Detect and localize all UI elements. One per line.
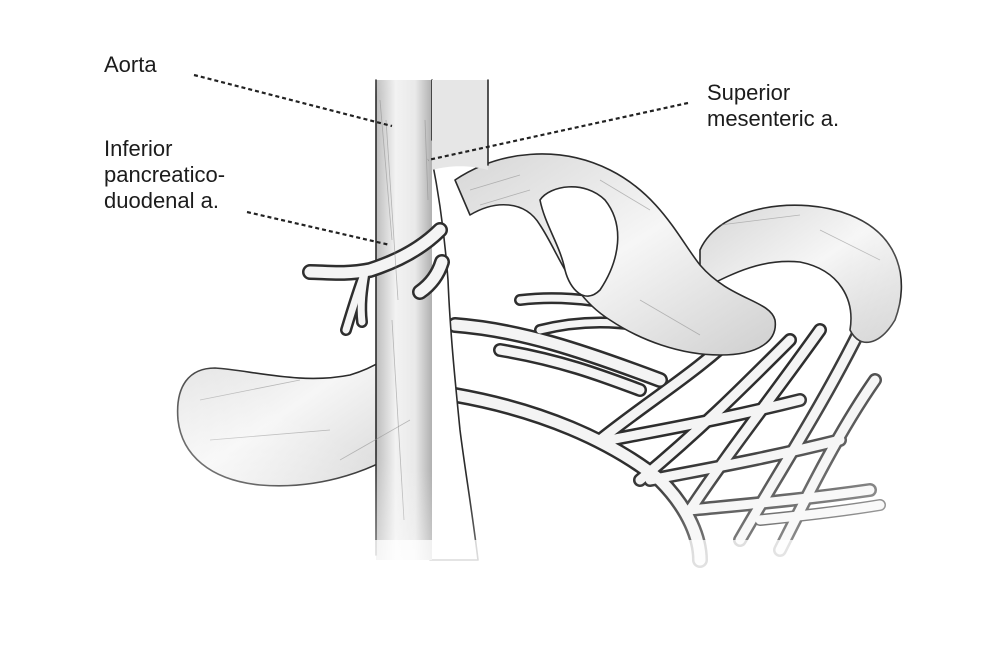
aorta-label: Aorta [104, 52, 157, 78]
sma-leader [427, 101, 689, 162]
bottom-fade [160, 540, 920, 580]
ipda-label-line1: Inferior [104, 136, 173, 161]
edge-fade [160, 80, 900, 570]
sma-label: Superior mesenteric a. [707, 80, 839, 132]
ipda-leader [246, 210, 391, 247]
sma-label-line1: Superior [707, 80, 791, 105]
aorta-leader [193, 73, 393, 128]
ipda-label-line2: pancreatico- [104, 162, 226, 187]
aorta-label-text: Aorta [104, 52, 157, 77]
ipda-label-line3: duodenal a. [104, 188, 219, 213]
sma-label-line2: mesenteric a. [707, 106, 840, 131]
ipda-label: Inferior pancreatico- duodenal a. [104, 136, 225, 214]
